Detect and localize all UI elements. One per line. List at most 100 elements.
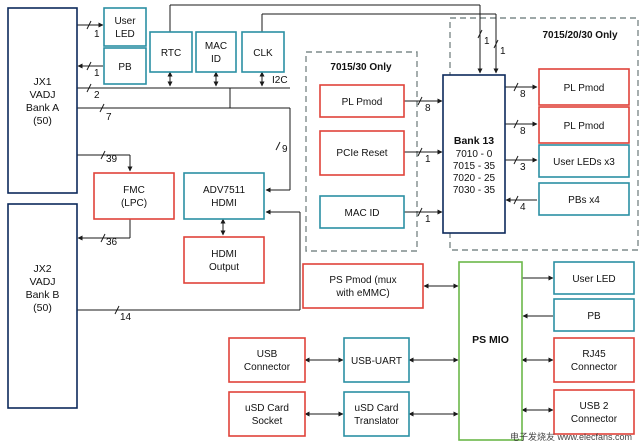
bank13-l3: 7020 - 25 (453, 173, 496, 184)
pcie-reset-label: PCIe Reset (336, 148, 387, 159)
watermark: 电子发烧友 www.elecfans.com (510, 431, 632, 442)
bus-label-7: 7 (106, 112, 112, 123)
svg-text:(50): (50) (33, 302, 52, 314)
user-led-top-l2: LED (115, 29, 134, 40)
pb-top-label: PB (118, 62, 132, 73)
usd-translator-block (343, 391, 410, 437)
usd-translator-l2: Translator (354, 416, 399, 427)
user-leds-x3-block (538, 144, 630, 178)
bus-label-user-led: 1 (94, 29, 100, 40)
region-7015-30-label: 7015/30 Only (330, 62, 392, 73)
user-led-ps-label: User LED (572, 274, 615, 285)
bus-label-i2c: I2C (272, 75, 288, 86)
usb2-connector-block (553, 389, 635, 435)
bus-label-9: 9 (282, 144, 288, 155)
hdmi-output-l1: HDMI (211, 249, 237, 260)
bus-label-rtc-1: 1 (484, 36, 490, 47)
mac-id-top-l1: MAC (205, 41, 227, 52)
rtc-block (149, 31, 193, 73)
rtc-label: RTC (161, 48, 181, 59)
usb-uart-label: USB-UART (351, 356, 402, 367)
usb-connector-l1: USB (257, 349, 278, 360)
pbs-x4-label: PBs x4 (568, 195, 600, 206)
jx1-connector (7, 7, 78, 194)
bus-label-r1-8: 8 (520, 89, 526, 100)
usd-socket-l1: uSD Card (245, 403, 289, 414)
clk-block (241, 31, 285, 73)
rj45-l2: Connector (571, 362, 618, 373)
ps-mio-label: PS MIO (472, 334, 509, 346)
mac-id-top-l2: ID (211, 54, 221, 65)
adv7511-l1: ADV7511 (203, 185, 246, 196)
rj45-block (553, 337, 635, 383)
bus-label-2: 2 (94, 90, 100, 101)
ps-mio-block (458, 261, 523, 441)
pb-top-block (103, 47, 147, 85)
pb-ps-label: PB (587, 311, 601, 322)
bus-label-plpmod-8: 8 (425, 103, 431, 114)
svg-text:VADJ: VADJ (29, 89, 55, 101)
adv7511-l2: HDMI (211, 198, 237, 209)
user-leds-x3-label: User LEDs x3 (553, 157, 615, 168)
bus-label-clk-1: 1 (500, 46, 506, 57)
hdmi-output-l2: Output (209, 262, 239, 273)
bus-label-leds-3: 3 (520, 162, 526, 173)
pcie-reset-block (319, 130, 405, 176)
svg-text:Bank B: Bank B (26, 289, 60, 301)
ps-pmod-block (302, 263, 424, 309)
pl-pmod-r2-block (538, 106, 630, 144)
region-7015-20-30-label: 7015/20/30 Only (542, 30, 617, 41)
usb-connector-l2: Connector (244, 362, 291, 373)
bank13-l1: 7010 - 0 (456, 149, 493, 160)
user-led-top-block (103, 7, 147, 47)
svg-text:JX1: JX1 (33, 76, 51, 88)
bank13-l4: 7030 - 35 (453, 185, 496, 196)
fmc-l2: (LPC) (121, 198, 147, 209)
fmc-l1: FMC (123, 185, 145, 196)
usb2-connector-l2: Connector (571, 414, 618, 425)
bus-label-pcie-1: 1 (425, 154, 431, 165)
bus-label-r2-8: 8 (520, 126, 526, 137)
bus-label-39: 39 (106, 154, 118, 165)
rj45-l1: RJ45 (582, 349, 606, 360)
pbs-x4-block (538, 182, 630, 216)
usb-connector-block (228, 337, 306, 383)
svg-text:VADJ: VADJ (29, 276, 55, 288)
clk-label: CLK (253, 48, 273, 59)
mac-id-top-block (195, 31, 237, 73)
adv7511-block (183, 172, 265, 220)
connections (77, 4, 554, 417)
bank13-title: Bank 13 (454, 135, 494, 147)
svg-text:JX2: JX2 (33, 263, 51, 275)
user-led-top-l1: User (114, 16, 136, 27)
bus-label-mac-1: 1 (425, 214, 431, 225)
pl-pmod-r1-label: PL Pmod (564, 83, 605, 94)
mac-id-mid-label: MAC ID (345, 208, 380, 219)
svg-text:(50): (50) (33, 115, 52, 127)
user-led-ps-block (553, 261, 635, 295)
hdmi-output-block (183, 236, 265, 284)
bus-label-pb: 1 (94, 68, 100, 79)
ps-pmod-l2: with eMMC) (335, 288, 389, 299)
pl-pmod-r2-label: PL Pmod (564, 121, 605, 132)
bus-label-pbs-4: 4 (520, 202, 526, 213)
bus-label-36: 36 (106, 237, 118, 248)
usd-socket-block (228, 391, 306, 437)
usb2-connector-l1: USB 2 (580, 401, 609, 412)
jx2-connector (7, 203, 78, 409)
jx2-label: JX2 VADJ Bank B (50) (26, 263, 60, 314)
pl-pmod-r1-block (538, 68, 630, 106)
svg-text:Bank A: Bank A (26, 102, 59, 114)
fmc-block (93, 172, 175, 220)
mac-id-mid-block (319, 195, 405, 229)
pb-ps-block (553, 298, 635, 332)
bank13-l2: 7015 - 35 (453, 161, 496, 172)
usb-uart-block (343, 337, 410, 383)
bank13-block (442, 74, 506, 234)
pl-pmod-mid-block (319, 84, 405, 118)
pl-pmod-mid-label: PL Pmod (342, 97, 383, 108)
ps-pmod-l1: PS Pmod (mux (329, 275, 396, 286)
bus-ticks (86, 20, 519, 315)
usd-translator-l1: uSD Card (355, 403, 399, 414)
